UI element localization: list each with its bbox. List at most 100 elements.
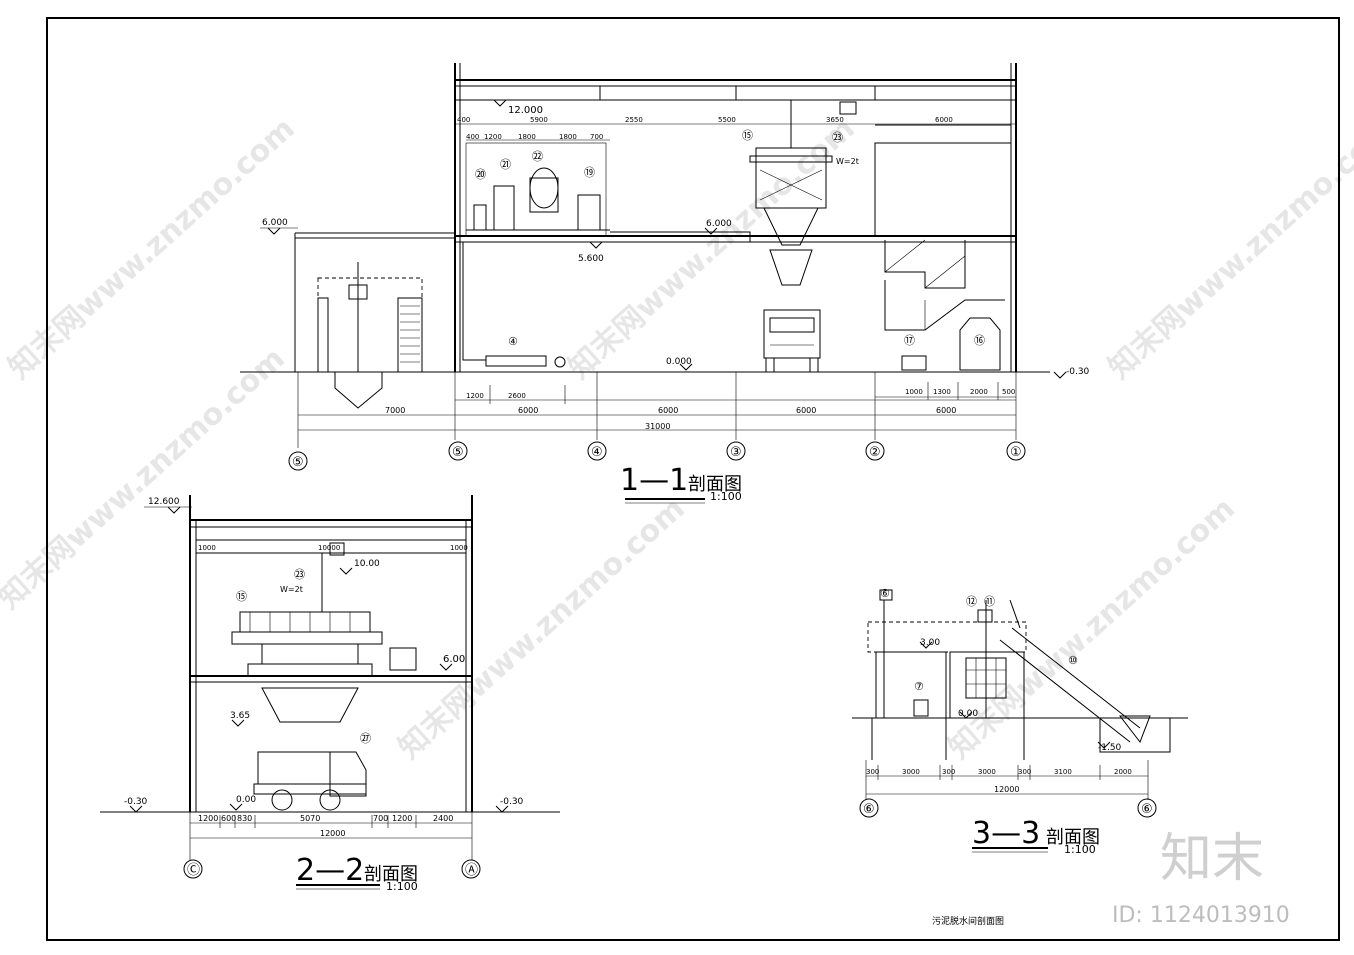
section-title: 2—2 (296, 853, 364, 888)
elevation-ground: 0.00 (958, 709, 978, 719)
elevation-upper-floor: 6.000 (706, 219, 732, 229)
section-1-1-labels: 12.000 6.000 6.000 5.600 0.000 -0.30 400… (262, 105, 1090, 503)
sheet-border (46, 17, 1340, 941)
elevation-mid: 3.65 (230, 711, 250, 721)
equipment-number: ⑲ (584, 166, 595, 179)
elevation-ground: 0.00 (236, 795, 256, 805)
brand-id: ID: 1124013910 (1112, 903, 1290, 928)
equipment-number: ㉗ (360, 732, 371, 745)
equipment-number: ⑫ (966, 595, 977, 608)
dim-sub: 1300 (933, 388, 951, 396)
equipment-number: ⑯ (974, 334, 985, 347)
dim-top: 5500 (718, 116, 736, 124)
equipment-number: ⑪ (984, 595, 995, 608)
elevation-ground: 0.000 (666, 357, 692, 367)
dim-top-sub: 1800 (559, 133, 577, 141)
elevation-outside: -0.30 (1066, 367, 1090, 377)
section-1-1 (240, 63, 1067, 504)
dim-bottom: 3000 (978, 768, 996, 776)
dim-sub: 1000 (905, 388, 923, 396)
elevation-pit: -1.50 (1098, 743, 1122, 753)
dim-bottom: 5070 (300, 814, 320, 823)
watermark-text: 知末网www.znzmo.com (392, 491, 692, 766)
dim-top: 6000 (935, 116, 953, 124)
section-title-suffix: 剖面图 (364, 864, 418, 885)
dim-bottom: 3000 (902, 768, 920, 776)
equipment-number: ⑰ (904, 334, 915, 347)
dim-top: 3650 (826, 116, 844, 124)
section-title-suffix: 剖面图 (1046, 827, 1100, 848)
dim-bottom: 1200 (392, 814, 412, 823)
dim-top: 5900 (530, 116, 548, 124)
section-2-2 (100, 495, 560, 890)
section-3-3 (852, 589, 1188, 853)
equipment-number: ⑦ (914, 680, 924, 693)
dim-bottom: 6000 (518, 406, 538, 415)
elevation-slab: 5.600 (578, 254, 604, 264)
equipment-number: ⑩ (1068, 654, 1078, 667)
dim-bottom: 700 (373, 814, 388, 823)
elevation-side-roof: 6.000 (262, 218, 288, 228)
section-title: 3—3 (972, 816, 1040, 851)
equipment-number: ⑮ (236, 590, 247, 603)
dim-bottom: 6000 (658, 406, 678, 415)
axis-label: Ⓒ (187, 863, 200, 878)
dim-total: 12000 (994, 785, 1019, 794)
dim-bottom: 7000 (385, 406, 405, 415)
watermark-layer: 知末网www.znzmo.com 知末网www.znzmo.com 知末网www… (0, 111, 1354, 766)
section-scale: 1:100 (710, 490, 742, 503)
axis-label: ④ (591, 445, 603, 460)
equipment-number: ⑳ (475, 168, 486, 181)
elevation-crane: 10.00 (354, 559, 380, 569)
dim-sub: 2000 (970, 388, 988, 396)
equipment-number: ④ (508, 335, 518, 348)
dim-bottom: 2400 (433, 814, 453, 823)
brand-logo: 知末 (1160, 829, 1264, 889)
crane-label: W=2t (280, 585, 303, 594)
elevation-upper: 3.00 (920, 638, 940, 648)
dim-bottom: 1200 (198, 814, 218, 823)
drawing-title: 污泥脱水间剖面图 (932, 915, 1004, 927)
equipment-number: ㉓ (294, 568, 305, 581)
equipment-number: ㉑ (500, 158, 511, 171)
dim-bottom: 3100 (1054, 768, 1072, 776)
elevation-roof: 12.600 (148, 497, 180, 507)
dim-sub: 2600 (508, 392, 526, 400)
elevation-outside: -0.30 (500, 797, 524, 807)
axis-label: ⑤ (452, 445, 464, 460)
dim-top-sub: 400 (466, 133, 479, 141)
axis-label: Ⓐ (465, 863, 478, 878)
watermark-text: 知末网www.znzmo.com (562, 111, 862, 386)
dim-bottom: 600 (221, 814, 236, 823)
crane-label: W=2t (836, 157, 859, 166)
section-2-2-labels: 12.600 10.00 6.00 3.65 0.00 -0.30 -0.30 … (124, 497, 524, 893)
dim-bottom: 2000 (1114, 768, 1132, 776)
axis-label: ② (869, 445, 881, 460)
section-3-3-labels: 3.00 0.00 -1.50 300 3000 300 3000 300 31… (863, 587, 1153, 856)
dim-bottom: 300 (866, 768, 879, 776)
axis-label: ⑥ (863, 802, 875, 817)
dim-total: 12000 (320, 829, 345, 838)
dim-bottom: 300 (1018, 768, 1031, 776)
elevation-roof: 12.000 (508, 105, 543, 116)
dim-top: 2550 (625, 116, 643, 124)
dim-bottom: 300 (942, 768, 955, 776)
dim-top-sub: 1800 (518, 133, 536, 141)
watermark-text: 知末网www.znzmo.com (942, 491, 1242, 766)
dim-sub: 1200 (466, 392, 484, 400)
section-scale: 1:100 (386, 880, 418, 893)
dim-top-sub: 1200 (484, 133, 502, 141)
section-scale: 1:100 (1064, 843, 1096, 856)
axis-label: ⑥ (1141, 802, 1153, 817)
dim-top: 10000 (318, 544, 340, 552)
dim-total: 31000 (645, 422, 670, 431)
axis-label: ① (1010, 445, 1022, 460)
equipment-number: ⑮ (742, 129, 753, 142)
dim-bottom: 6000 (796, 406, 816, 415)
dim-top-sub: 700 (590, 133, 603, 141)
dim-bottom: 830 (237, 814, 252, 823)
dim-sub: 500 (1002, 388, 1015, 396)
elevation-outside: -0.30 (124, 797, 148, 807)
equipment-number: ㉒ (532, 150, 543, 163)
axis-label: ③ (730, 445, 742, 460)
